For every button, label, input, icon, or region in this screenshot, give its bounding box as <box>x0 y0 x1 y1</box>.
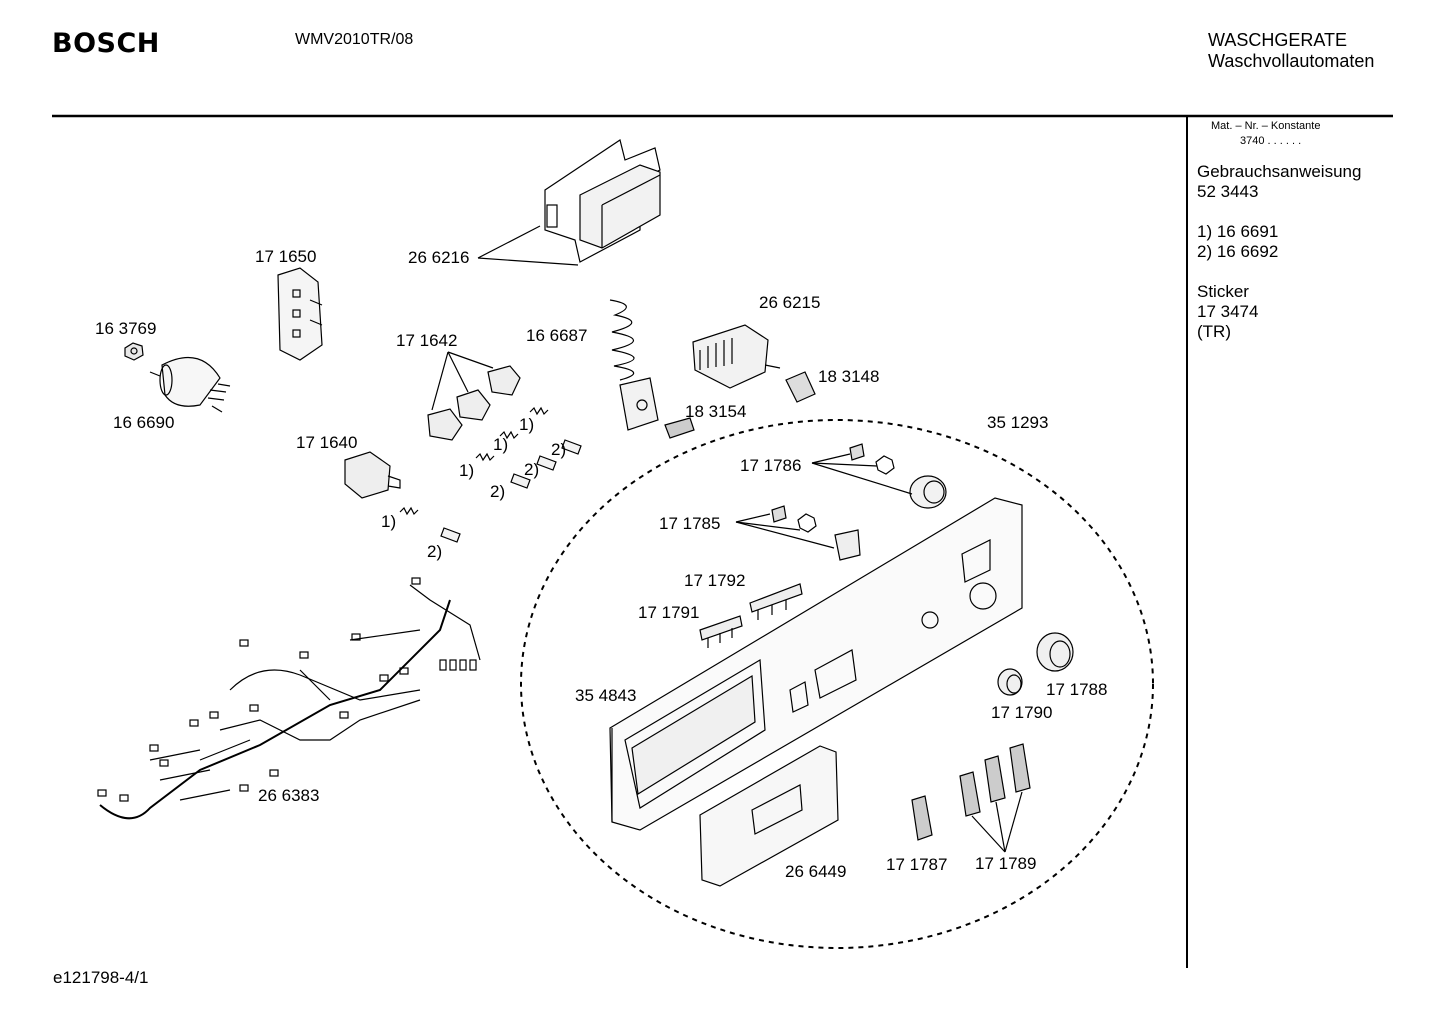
switch-group <box>427 365 521 441</box>
leader-171789-b <box>995 801 1006 853</box>
leader-171789-a <box>971 815 1006 853</box>
button-clip-lower <box>699 615 743 648</box>
leader-171785-b <box>735 521 801 531</box>
knob-insert <box>785 371 816 403</box>
leader-266216-b <box>477 257 579 266</box>
wiring-harness <box>97 577 481 820</box>
programme-selector <box>692 324 781 389</box>
label-163769: 16 3769 <box>95 319 157 338</box>
leader-171786-a <box>811 453 851 464</box>
category-line1: WASCHGERATE <box>1208 30 1348 50</box>
label-354843: 35 4843 <box>575 686 637 705</box>
terminal-bracket <box>277 267 323 361</box>
footnote-mark-1d: 1) <box>381 512 397 531</box>
main-knob-set <box>849 443 947 509</box>
note-1: 1) 16 6691 <box>1197 222 1279 241</box>
sticker-label: Sticker <box>1197 282 1249 301</box>
label-266215: 26 6215 <box>759 293 821 312</box>
shaft-extension <box>664 417 695 439</box>
label-183148: 18 3148 <box>818 367 880 386</box>
label-266383: 26 6383 <box>258 786 320 805</box>
label-171792: 17 1792 <box>684 571 746 590</box>
mat-label: Mat. – Nr. – Konstante <box>1211 120 1321 132</box>
label-171650: 17 1650 <box>255 247 317 266</box>
leader-171786-b <box>811 462 878 467</box>
leader-171789-c <box>1004 791 1023 853</box>
label-171790: 17 1790 <box>991 703 1053 722</box>
label-171785: 17 1785 <box>659 514 721 533</box>
push-button-set <box>959 743 1031 817</box>
knob-large <box>1036 632 1074 672</box>
leader-171642-b <box>447 351 469 393</box>
leader-171642-a <box>431 351 449 411</box>
label-266216: 26 6216 <box>408 248 470 267</box>
brand-logo: BOSCH <box>52 28 160 59</box>
electronic-module <box>544 139 661 263</box>
timer-motor <box>609 299 659 431</box>
push-button-single <box>911 795 933 841</box>
manual-number: 52 3443 <box>1197 182 1259 201</box>
leader-171786-c <box>811 462 913 495</box>
label-171640: 17 1640 <box>296 433 358 452</box>
capacitor <box>149 356 231 413</box>
label-166687: 16 6687 <box>526 326 588 345</box>
label-171786: 17 1786 <box>740 456 802 475</box>
drawing-id: e121798-4/1 <box>53 968 149 987</box>
leader-171642-c <box>447 351 494 369</box>
footnote-mark-1c: 1) <box>459 461 475 480</box>
control-panel-group-outline <box>520 419 1154 949</box>
label-351293: 35 1293 <box>987 413 1049 432</box>
label-171788: 17 1788 <box>1046 680 1108 699</box>
footnote-mark-1b: 1) <box>493 435 509 454</box>
control-panel-fascia <box>609 497 1023 831</box>
mat-value: 3740 . . . . . . <box>1240 135 1302 147</box>
sticker-number: 17 3474 <box>1197 302 1259 321</box>
button-clip-upper <box>749 583 803 620</box>
manual-label: Gebrauchsanweisung <box>1197 162 1362 181</box>
leader-171785-a <box>735 513 771 523</box>
label-171789: 17 1789 <box>975 854 1037 873</box>
label-266449: 26 6449 <box>785 862 847 881</box>
spring-and-pin-set <box>399 406 582 543</box>
footnote-mark-2c: 2) <box>490 482 506 501</box>
category-line2: Waschvollautomaten <box>1208 51 1375 71</box>
footnote-mark-2a: 2) <box>551 440 567 459</box>
leader-171785-c <box>735 521 835 549</box>
label-166690: 16 6690 <box>113 413 175 432</box>
nut <box>124 342 144 361</box>
knob-small <box>997 668 1023 696</box>
leader-266216-a <box>477 225 541 259</box>
label-171791: 17 1791 <box>638 603 700 622</box>
label-183154: 18 3154 <box>685 402 747 421</box>
note-2: 2) 16 6692 <box>1197 242 1279 261</box>
label-171642: 17 1642 <box>396 331 458 350</box>
footnote-mark-1a: 1) <box>519 415 535 434</box>
label-171787: 17 1787 <box>886 855 948 874</box>
detergent-drawer-front <box>699 745 839 887</box>
door-switch <box>344 451 401 499</box>
footnote-mark-2b: 2) <box>524 460 540 479</box>
footnote-mark-2d: 2) <box>427 542 443 561</box>
model-number: WMV2010TR/08 <box>295 31 414 48</box>
sticker-country: (TR) <box>1197 322 1231 341</box>
secondary-knob-set <box>771 505 861 561</box>
